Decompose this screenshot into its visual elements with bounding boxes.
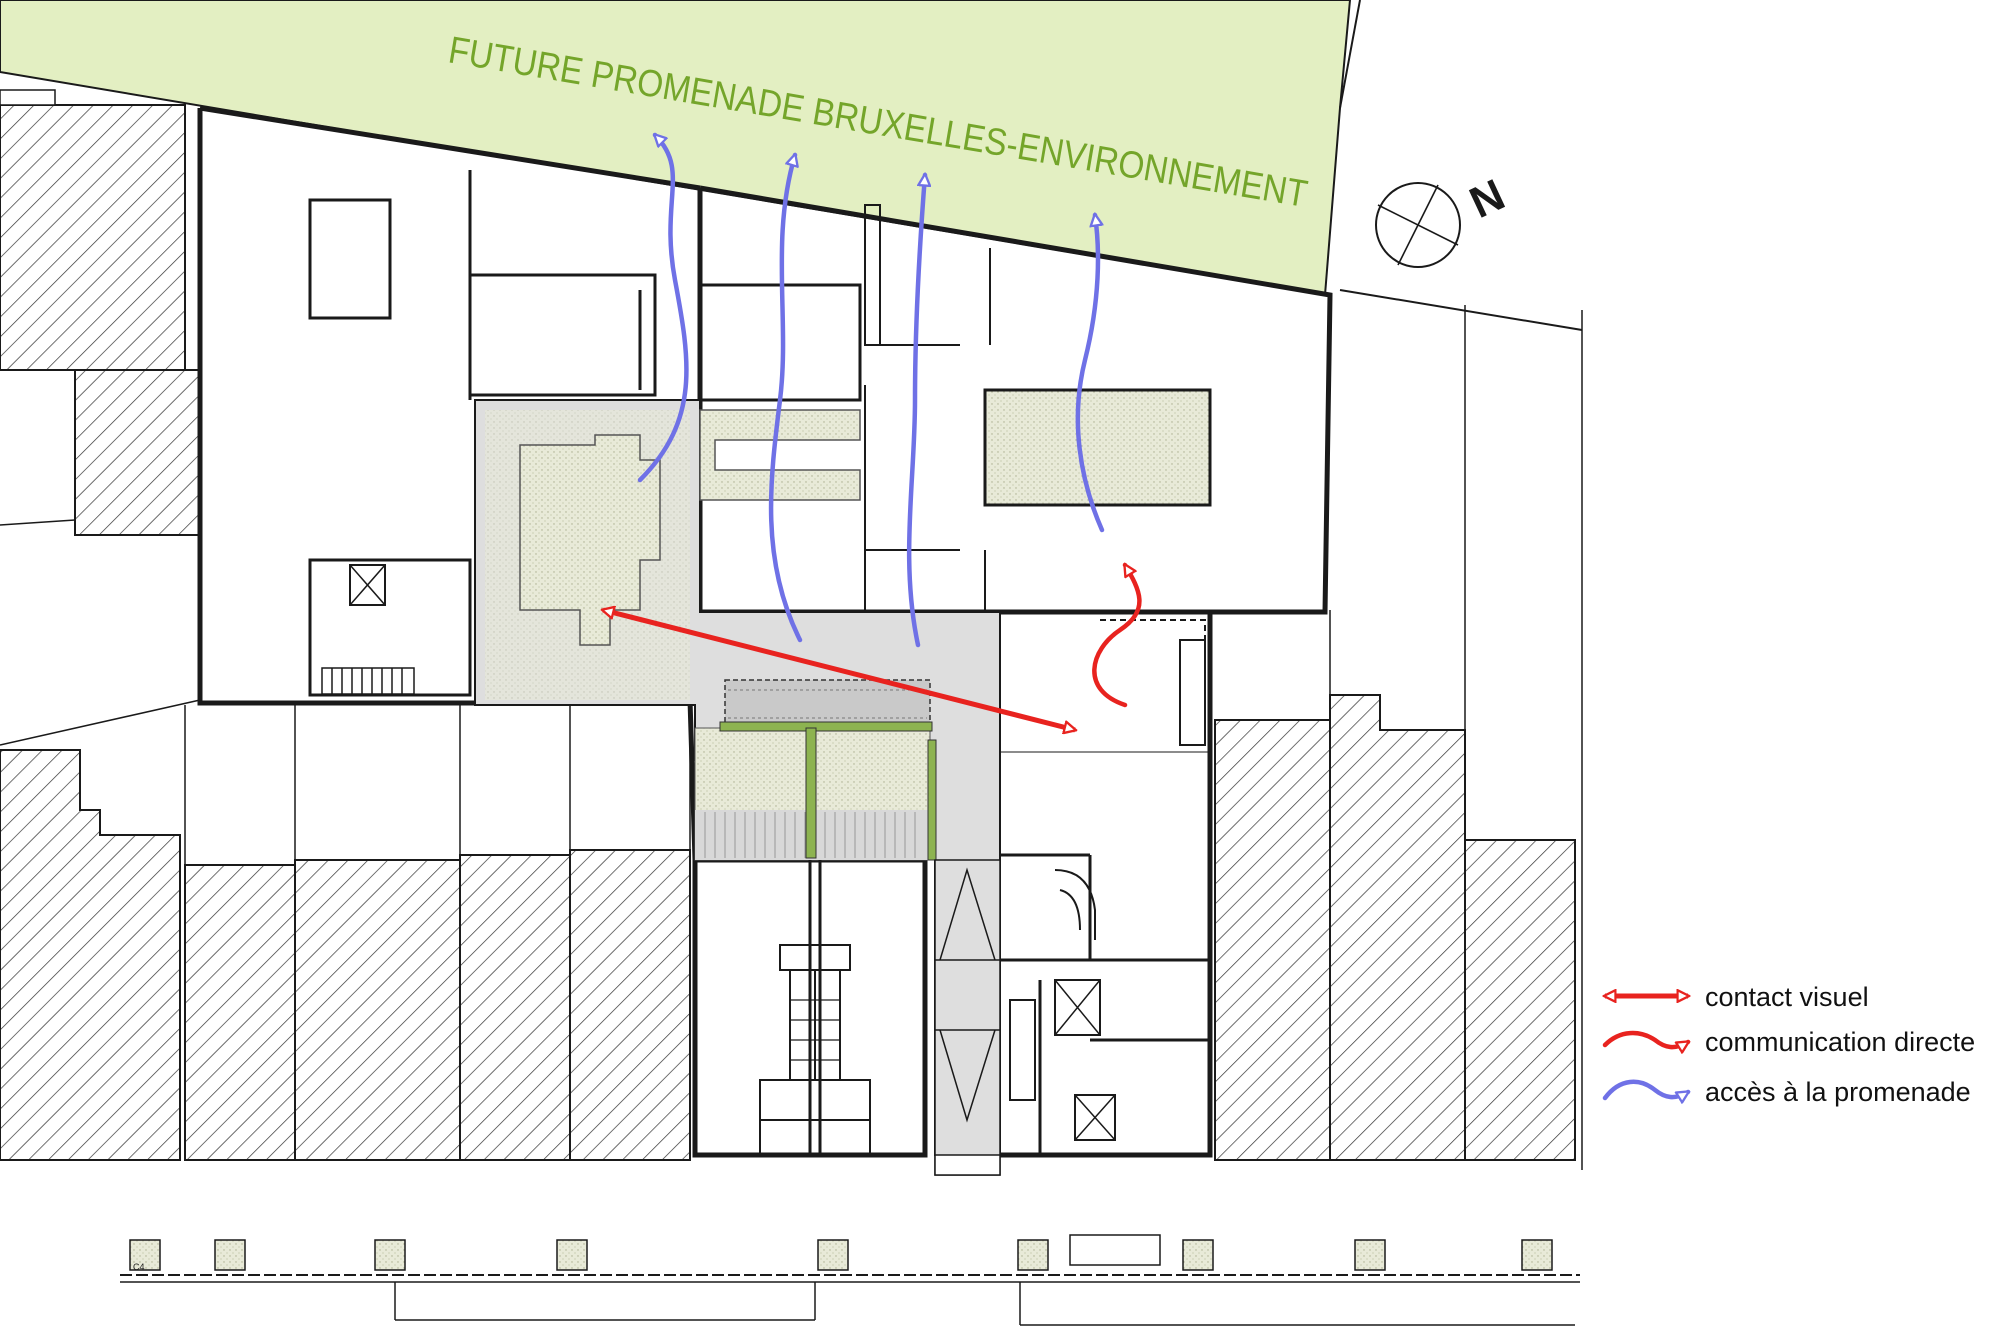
- visual-contact-arrow: [603, 610, 1075, 730]
- legend-item-visual: contact visuel: [1605, 982, 1869, 1012]
- street-level: C4: [120, 1234, 1580, 1326]
- access-arrow-4: [1075, 215, 1105, 533]
- neighbour-buildings-bottom: [0, 694, 1576, 1161]
- right-wing-room: [864, 204, 1212, 612]
- direct-communication-arrow: [1092, 565, 1142, 708]
- legend-label-access: accès à la promenade: [1705, 1077, 1971, 1107]
- north-compass: N: [1375, 170, 1513, 268]
- access-arrow-2: [768, 155, 803, 643]
- north-letter: N: [1463, 170, 1513, 228]
- column-label: C4: [133, 1262, 145, 1272]
- neighbour-buildings-left: [0, 89, 201, 536]
- legend-item-access: accès à la promenade: [1602, 1077, 1971, 1107]
- central-passage: [934, 859, 1001, 1176]
- access-arrow-1: [637, 135, 689, 483]
- legend-label-visual: contact visuel: [1705, 982, 1869, 1012]
- legend-item-direct: communication directe: [1602, 1027, 1975, 1057]
- stairs-left: [321, 667, 415, 695]
- legend-label-direct: communication directe: [1705, 1027, 1975, 1057]
- access-arrow-3: [906, 175, 925, 648]
- legend: contact visuel communication directe acc…: [1605, 982, 1975, 1107]
- lower-right-block: [999, 611, 1211, 1155]
- central-stair-block: [759, 860, 871, 1155]
- planted-beds: [694, 721, 937, 861]
- interior-rooms: [308, 170, 862, 697]
- access-arrows: [637, 135, 1105, 648]
